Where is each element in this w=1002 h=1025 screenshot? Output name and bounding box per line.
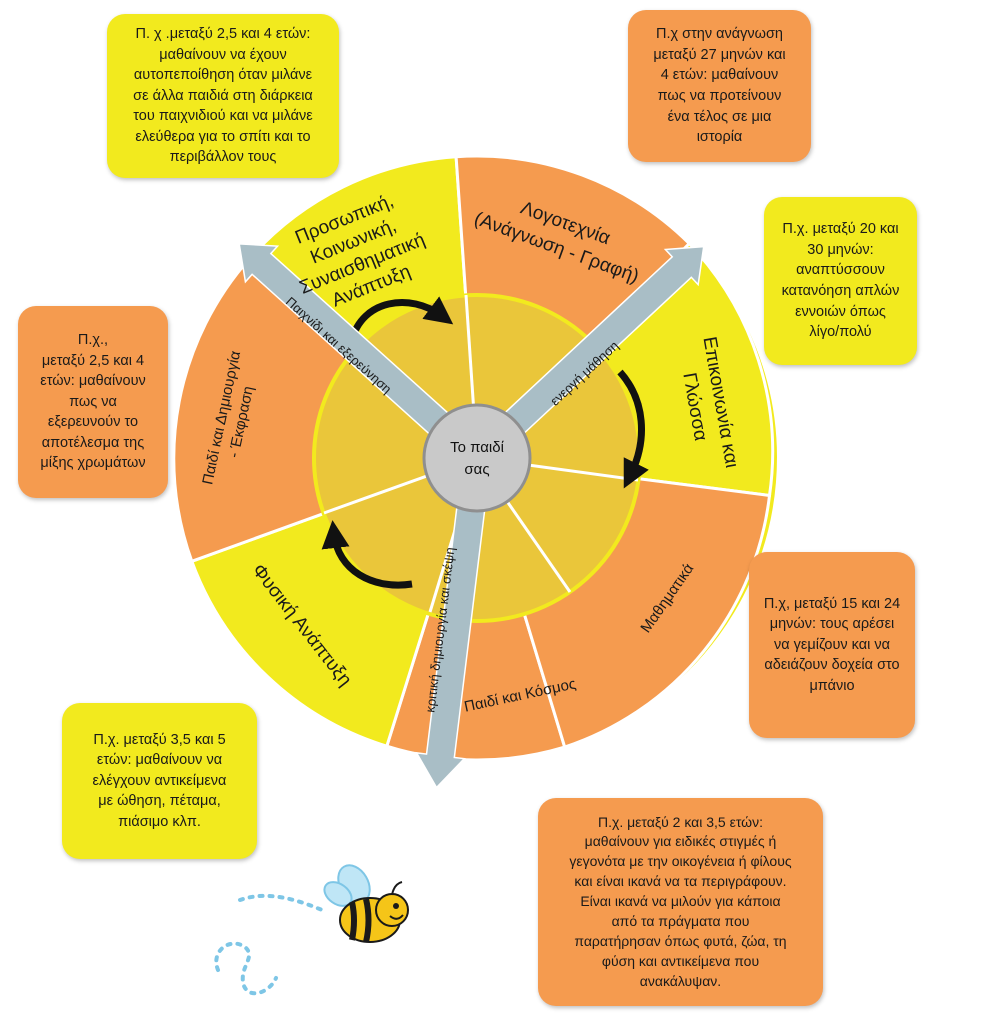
- example-box-arts: Π.χ., μεταξύ 2,5 και 4 ετών: μαθαίνουν π…: [18, 306, 168, 498]
- center-label-line2: σας: [464, 461, 489, 478]
- center-circle: [422, 403, 532, 513]
- example-box-maths: Π.χ, μεταξύ 15 και 24 μηνών: τους αρέσει…: [749, 552, 915, 738]
- example-box-world: Π.χ. μεταξύ 2 και 3,5 ετών: μαθαίνουν γι…: [538, 798, 823, 1006]
- example-box-literacy: Π.χ στην ανάγνωση μεταξύ 27 μηνών και 4 …: [628, 10, 811, 162]
- example-box-physical: Π.χ. μεταξύ 3,5 και 5 ετών: μαθαίνουν να…: [62, 703, 257, 859]
- center-label-line1: Το παιδί: [450, 439, 505, 456]
- cycle-arrow-top: [348, 296, 454, 342]
- example-box-communication: Π.χ. μεταξύ 20 και 30 μηνών: αναπτύσσουν…: [764, 197, 917, 365]
- example-box-personal: Π. χ .μεταξύ 2,5 και 4 ετών: μαθαίνουν ν…: [107, 14, 339, 178]
- cycle-arrow-left: [321, 520, 413, 589]
- bee-illustration: [214, 864, 409, 996]
- cycle-arrow-right: [617, 369, 649, 489]
